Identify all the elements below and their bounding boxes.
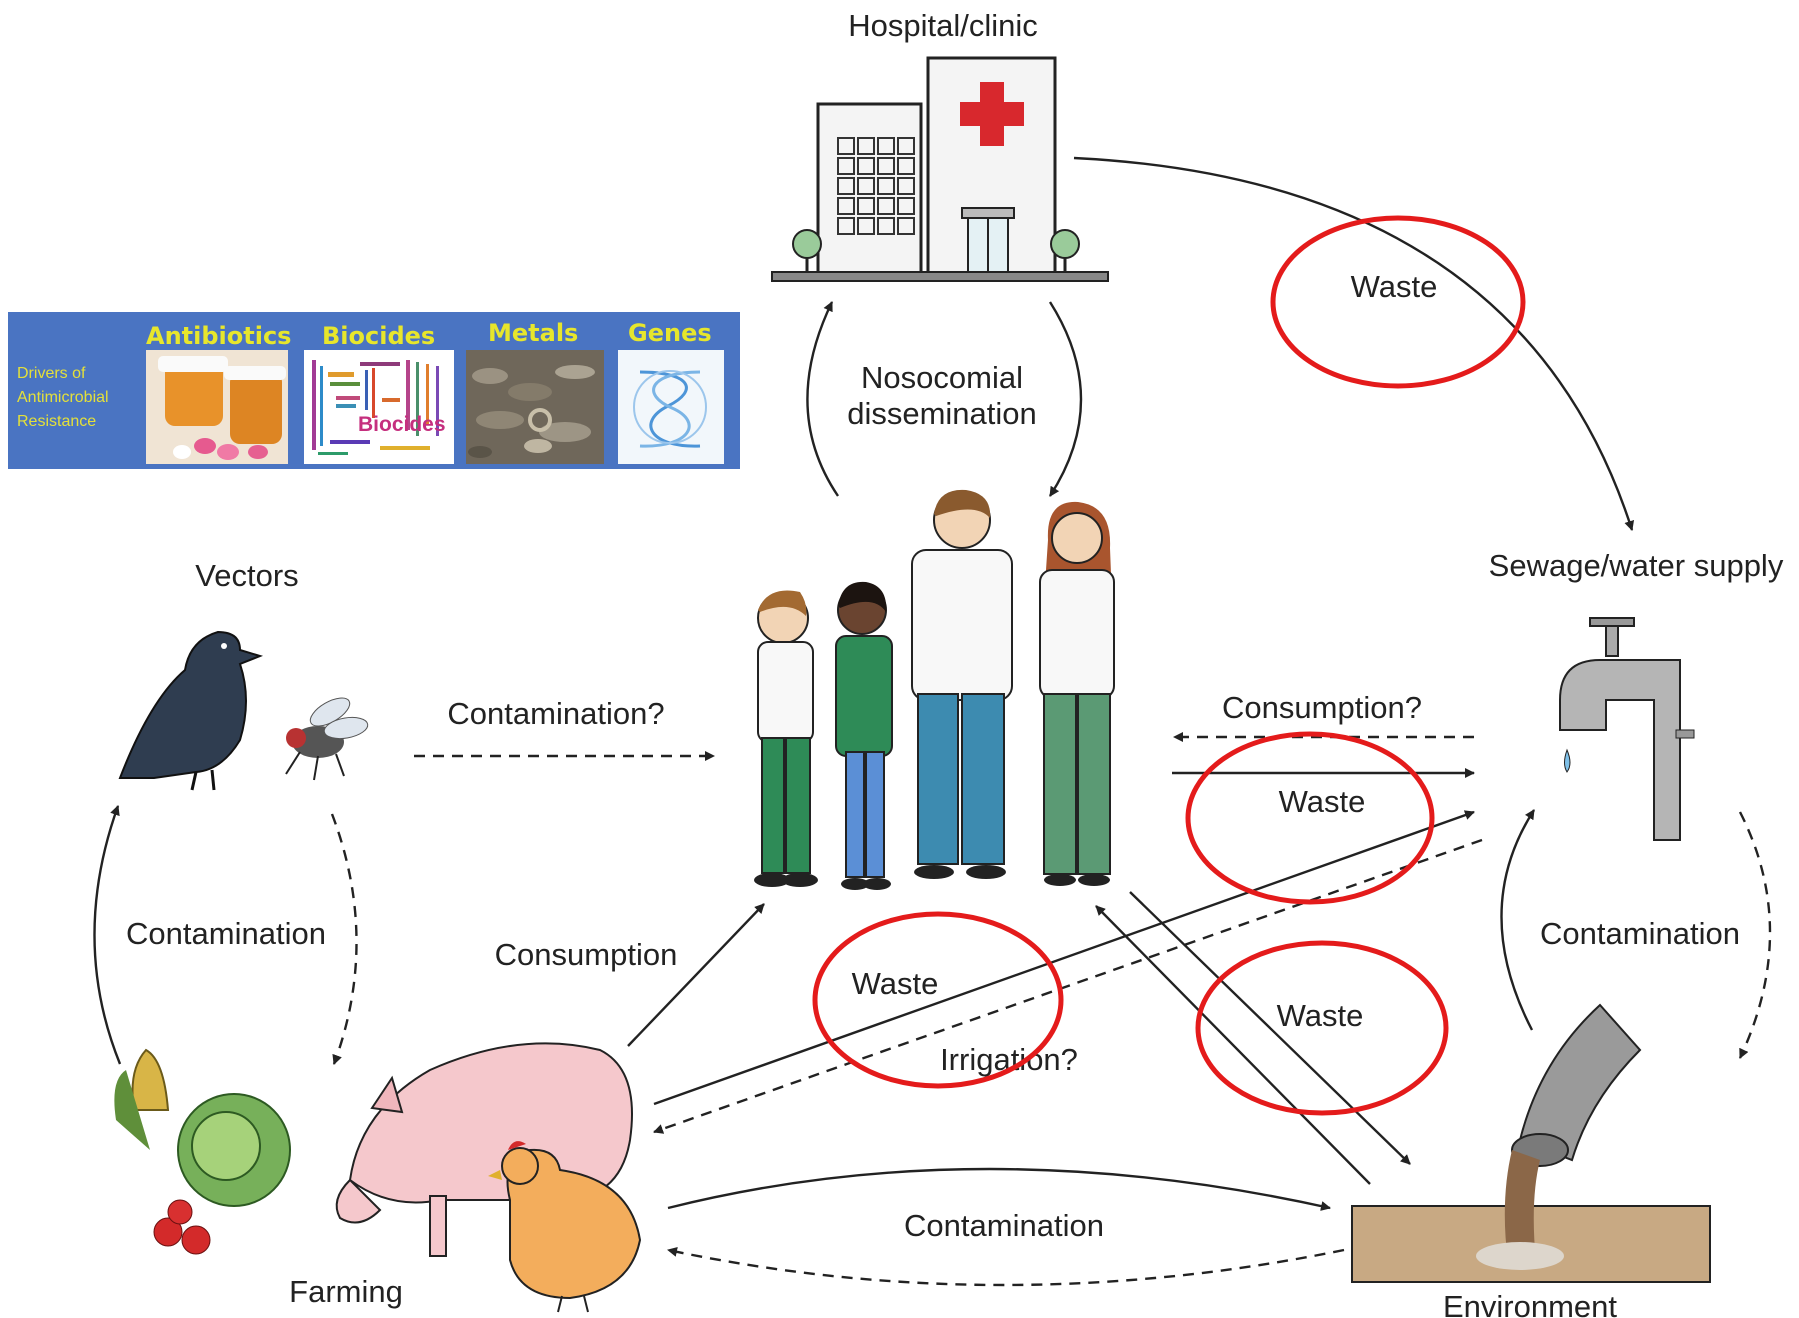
contamination-water-environment-label: Contamination xyxy=(1540,916,1740,951)
biocides-wordcloud-image: Biocides xyxy=(304,350,454,464)
contamination-farming-environment-label: Contamination xyxy=(904,1208,1104,1243)
water-tap-icon xyxy=(1559,617,1695,841)
waste-farming-label: Waste xyxy=(852,966,939,1001)
consumption-farming-label: Consumption xyxy=(495,937,678,972)
hospital-label: Hospital/clinic xyxy=(848,8,1038,43)
consumption-water-label: Consumption? xyxy=(1222,690,1422,725)
waste-people-water-label: Waste xyxy=(1279,784,1366,819)
arrow-people-to-hospital xyxy=(806,301,839,497)
metals-scrap-image xyxy=(466,350,604,464)
banner-side-text-1: Drivers of xyxy=(17,365,86,382)
arrow-hospital-to-sewage xyxy=(1073,156,1635,531)
waste-hospital-label: Waste xyxy=(1351,269,1438,304)
banner-side-text-3: Resistance xyxy=(17,413,96,430)
nosocomial-label-line1: Nosocomial xyxy=(861,360,1023,395)
arrow-water-to-farming xyxy=(653,838,1483,1134)
vegetables-illustration xyxy=(114,1048,291,1255)
highlight-circle-environment-waste xyxy=(1195,940,1449,1116)
drivers-banner: Drivers of Antimicrobial Resistance Anti… xyxy=(8,312,740,469)
farming-label: Farming xyxy=(289,1274,403,1309)
arrow-farming-to-environment xyxy=(667,1167,1331,1211)
arrow-environment-to-people xyxy=(1095,905,1371,1185)
banner-metals-title: Metals xyxy=(488,319,578,347)
vectors-label: Vectors xyxy=(195,558,298,593)
sewage-label: Sewage/water supply xyxy=(1489,548,1784,583)
highlight-circle-hospital-waste xyxy=(1270,215,1526,389)
arrow-environment-to-water xyxy=(1500,809,1536,1031)
arrow-farming-to-water xyxy=(653,810,1475,1106)
people-illustration xyxy=(754,489,1115,890)
banner-biocides-title: Biocides xyxy=(322,322,435,350)
antibiotics-pills-image xyxy=(146,350,288,464)
banner-antibiotics-title: Antibiotics xyxy=(146,322,291,350)
arrow-water-to-environment xyxy=(1738,811,1772,1059)
highlight-circle-people-water-waste xyxy=(1185,731,1435,905)
arrow-hospital-to-people xyxy=(1048,301,1083,497)
arrow-farming-to-people xyxy=(627,903,765,1047)
vectors-illustration xyxy=(118,630,369,791)
arrow-environment-to-farming xyxy=(667,1246,1345,1287)
highlight-circle-farming-waste xyxy=(812,911,1064,1089)
contamination-vectors-farming-label: Contamination xyxy=(126,916,326,951)
arrows xyxy=(93,156,1772,1287)
genes-dna-image xyxy=(618,350,724,464)
banner-genes-title: Genes xyxy=(628,319,712,347)
pig-hen-illustration xyxy=(335,1042,642,1313)
arrow-vectors-to-farming xyxy=(330,813,358,1065)
nosocomial-label-line2: dissemination xyxy=(847,396,1037,431)
arrow-people-to-environment xyxy=(1129,891,1411,1165)
highlight-circles xyxy=(812,215,1526,1116)
biocides-wordcloud-word: Biocides xyxy=(358,413,446,436)
environment-label: Environment xyxy=(1443,1289,1617,1318)
hospital-illustration xyxy=(771,56,1109,282)
banner-side-text-2: Antimicrobial xyxy=(17,389,109,406)
environment-illustration xyxy=(1351,1003,1711,1283)
waste-people-environment-label: Waste xyxy=(1277,998,1364,1033)
contamination-vectors-people-label: Contamination? xyxy=(447,696,664,731)
arrow-farming-to-vectors xyxy=(93,805,122,1065)
